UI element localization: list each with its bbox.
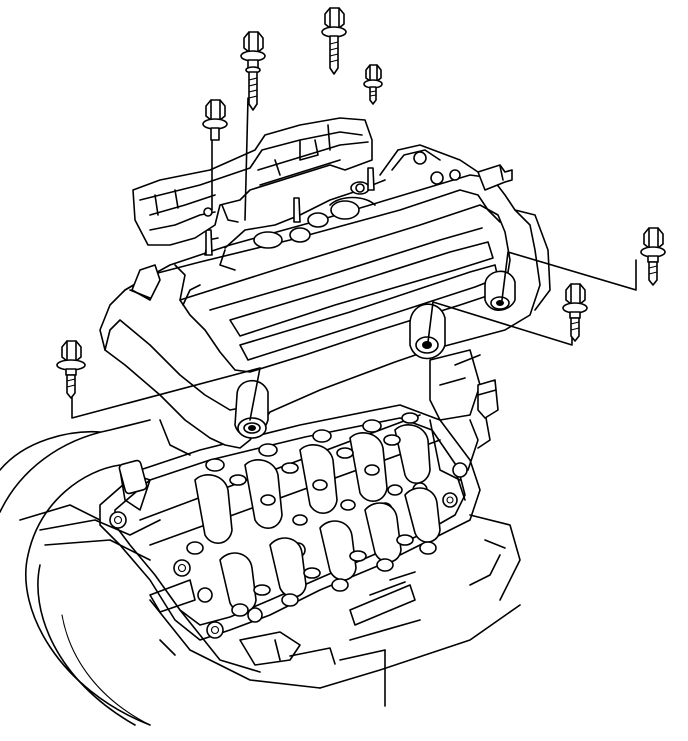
upper-bracket (132, 117, 373, 246)
engine-block (0, 349, 521, 726)
cylinder-head (99, 404, 481, 666)
bolt-icon (363, 64, 383, 105)
cylinder-head-cover (99, 144, 551, 449)
cam-holders (204, 167, 386, 271)
rocker-pedestals (186, 412, 437, 617)
rocker-arms (194, 424, 441, 613)
leader-lines (71, 97, 637, 421)
bolt-icon (562, 283, 588, 342)
bolt-icon (56, 340, 86, 399)
bolt-icon (240, 31, 266, 111)
bolt-icon (202, 99, 228, 141)
bolt-icon (321, 7, 347, 75)
bolt-icon (640, 227, 666, 286)
